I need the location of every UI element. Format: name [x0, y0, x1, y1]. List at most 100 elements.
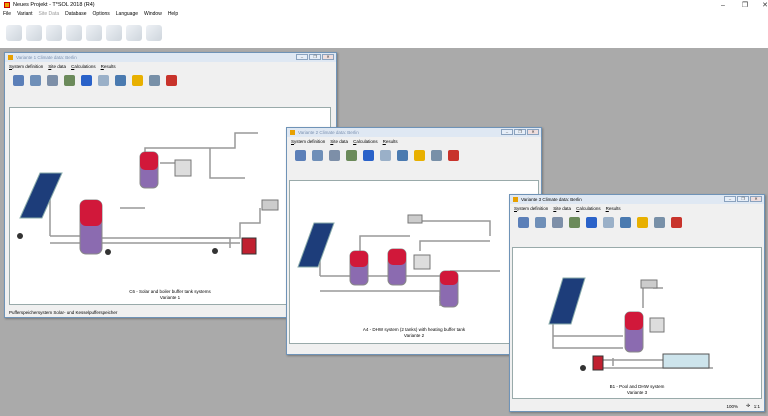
- restore-icon[interactable]: ❐: [737, 196, 749, 202]
- close-icon[interactable]: ✕: [322, 54, 334, 60]
- minimize-icon[interactable]: –: [724, 196, 736, 202]
- minimize-icon[interactable]: –: [501, 129, 513, 135]
- restore-icon[interactable]: ❐: [514, 129, 526, 135]
- window-menu: System definition Site data Calculations…: [287, 137, 541, 145]
- window-menu: System definition Site data Calculations…: [5, 62, 336, 70]
- refresh-icon[interactable]: [146, 25, 162, 41]
- close-icon[interactable]: ✕: [762, 2, 768, 9]
- sun-cloud-icon[interactable]: [637, 216, 648, 228]
- sun-cloud-icon[interactable]: [414, 149, 425, 161]
- euro-icon[interactable]: [586, 216, 597, 228]
- menu-results[interactable]: Results: [605, 205, 621, 211]
- sun-cloud-icon[interactable]: [132, 74, 143, 86]
- faucet-icon[interactable]: [149, 74, 160, 86]
- tap-icon[interactable]: [86, 25, 102, 41]
- pump-icon: [580, 365, 586, 371]
- system-diagram[interactable]: C6 - Solar and boiler buffer tank system…: [9, 107, 331, 305]
- menu-calculations[interactable]: Calculations: [353, 138, 378, 144]
- house-icon[interactable]: [671, 216, 682, 228]
- minimize-icon[interactable]: –: [721, 1, 725, 9]
- tap-icon[interactable]: [98, 74, 109, 86]
- tap-icon[interactable]: [380, 149, 391, 161]
- menu-results[interactable]: Results: [100, 63, 116, 69]
- cloud-icon[interactable]: [66, 25, 82, 41]
- menu-calculations[interactable]: Calculations: [71, 63, 96, 69]
- collector-icon[interactable]: [30, 74, 41, 86]
- graph-icon[interactable]: [115, 74, 126, 86]
- window-toolbar: [287, 145, 541, 165]
- house-icon[interactable]: [448, 149, 459, 161]
- faucet-icon[interactable]: [431, 149, 442, 161]
- pipes-icon[interactable]: [295, 149, 306, 161]
- pipes-icon[interactable]: [518, 216, 529, 228]
- book-icon[interactable]: [569, 216, 580, 228]
- diagram-caption: Variante 3: [513, 390, 761, 396]
- open-icon[interactable]: [26, 25, 42, 41]
- menu-system-definition[interactable]: System definition: [291, 138, 326, 144]
- app-menubar: File Variant Site Data Database Options …: [0, 10, 768, 18]
- system-diagram[interactable]: B1 - Pool and DHW system Variante 3: [512, 247, 762, 399]
- menu-system-definition[interactable]: System definition: [9, 63, 44, 69]
- tap-icon[interactable]: [603, 216, 614, 228]
- menu-variant[interactable]: Variant: [17, 11, 33, 17]
- variant-2-window[interactable]: Variante 2 Climate data: Berlin –❐✕ Syst…: [286, 127, 542, 355]
- window-titlebar[interactable]: Variante 1 Climate data: Berlin –❐✕: [5, 53, 336, 62]
- save-icon[interactable]: [46, 25, 62, 41]
- diagram-caption: Variante 1: [10, 295, 330, 301]
- window-title: Variante 2 Climate data: Berlin: [298, 130, 359, 135]
- menu-calculations[interactable]: Calculations: [576, 205, 601, 211]
- pump-icon[interactable]: [106, 25, 122, 41]
- solar-collector: [19, 172, 63, 219]
- menu-options[interactable]: Options: [92, 11, 110, 17]
- menu-language[interactable]: Language: [115, 11, 139, 17]
- menu-database[interactable]: Database: [65, 11, 87, 17]
- graph-icon[interactable]: [397, 149, 408, 161]
- house-icon[interactable]: [166, 74, 177, 86]
- app-titlebar: Neues Projekt - T*SOL 2018 (R4) – ❐ ✕: [0, 0, 768, 10]
- caption-line-1: C6 - Solar and boiler buffer tank system…: [129, 289, 211, 294]
- euro-icon[interactable]: [81, 74, 92, 86]
- variant-3-window[interactable]: Variante 3 Climate data: Berlin –❐✕ Syst…: [509, 194, 765, 412]
- minimize-icon[interactable]: –: [296, 54, 308, 60]
- caption-line-2: Variante 2: [403, 333, 425, 338]
- variant-1-window[interactable]: Variante 1 Climate data: Berlin –❐✕ Syst…: [4, 52, 337, 318]
- solar-collector: [548, 277, 586, 325]
- graph-icon[interactable]: [620, 216, 631, 228]
- boiler: [413, 254, 431, 270]
- close-icon[interactable]: ✕: [750, 196, 762, 202]
- new-icon[interactable]: [6, 25, 22, 41]
- system-diagram[interactable]: A4 - DHW system (2 tanks) with heating b…: [289, 180, 539, 344]
- tank-icon[interactable]: [47, 74, 58, 86]
- diagram-caption: C6 - Solar and boiler buffer tank system…: [10, 289, 330, 295]
- faucet-icon[interactable]: [654, 216, 665, 228]
- menu-site-data[interactable]: Site data: [553, 205, 572, 211]
- menu-file[interactable]: File: [3, 11, 12, 17]
- restore-icon[interactable]: ❐: [309, 54, 321, 60]
- pipes-icon[interactable]: [13, 74, 24, 86]
- diagram-c6: [17, 132, 279, 255]
- menu-results[interactable]: Results: [382, 138, 398, 144]
- caption-line-2: Variante 1: [159, 295, 181, 300]
- tank-icon[interactable]: [329, 149, 340, 161]
- window-titlebar[interactable]: Variante 2 Climate data: Berlin –❐✕: [287, 128, 541, 137]
- menu-window[interactable]: Window: [144, 11, 162, 17]
- euro-icon[interactable]: [363, 149, 374, 161]
- fit-icon[interactable]: ✣: [746, 403, 750, 408]
- book-icon[interactable]: [346, 149, 357, 161]
- zoom-level: 100%: [726, 404, 738, 409]
- heat-exchanger: [241, 237, 257, 255]
- window-titlebar[interactable]: Variante 3 Climate data: Berlin –❐✕: [510, 195, 764, 204]
- menu-site-data[interactable]: Site Data: [38, 11, 60, 17]
- collector-icon[interactable]: [312, 149, 323, 161]
- book-icon[interactable]: [64, 74, 75, 86]
- restore-icon[interactable]: ❐: [741, 2, 749, 9]
- window-toolbar: [510, 212, 764, 232]
- plant-icon[interactable]: [126, 25, 142, 41]
- menu-site-data[interactable]: Site data: [48, 63, 67, 69]
- close-icon[interactable]: ✕: [527, 129, 539, 135]
- menu-help[interactable]: Help: [167, 11, 179, 17]
- tank-icon[interactable]: [552, 216, 563, 228]
- menu-system-definition[interactable]: System definition: [514, 205, 549, 211]
- menu-site-data[interactable]: Site data: [330, 138, 349, 144]
- collector-icon[interactable]: [535, 216, 546, 228]
